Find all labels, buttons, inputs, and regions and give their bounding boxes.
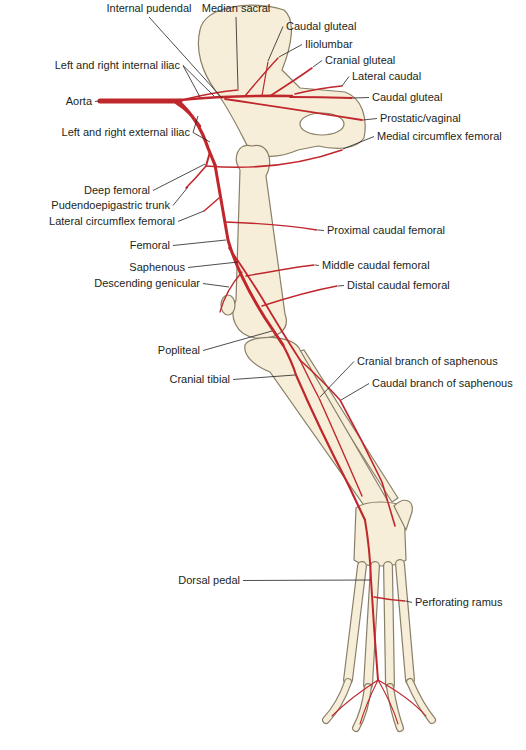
artery-label: Descending genicular	[94, 277, 200, 290]
leader-line	[173, 187, 188, 206]
proximal-caudal-femoral	[226, 222, 317, 230]
metatarsals	[326, 564, 432, 728]
leader-line	[320, 362, 354, 398]
caudal-gluteal-branch	[262, 62, 268, 96]
leader-line	[193, 116, 198, 133]
metatarsal	[348, 564, 410, 685]
leader-line	[233, 375, 295, 380]
artery-label: Perforating ramus	[415, 596, 502, 609]
leader-line	[318, 230, 324, 232]
arteries	[100, 58, 426, 724]
leader-line	[149, 17, 222, 98]
leader-line	[188, 262, 238, 268]
calcaneus	[394, 500, 412, 530]
leader-line	[353, 97, 369, 99]
artery-label: Caudal gluteal	[372, 91, 442, 104]
cranial-tibial	[283, 345, 365, 520]
artery-label: Lateral circumflex femoral	[49, 215, 175, 228]
digital-arteries	[332, 680, 426, 724]
artery-label: Medial circumflex femoral	[377, 130, 502, 143]
artery-label: Middle caudal femoral	[322, 259, 430, 272]
cranial-gluteal	[270, 68, 312, 96]
deep-femoral	[206, 152, 210, 166]
lateral-circumflex-femoral	[204, 198, 219, 211]
caudal-gluteal	[290, 97, 352, 98]
artery-label: Prostatic/vaginal	[380, 112, 461, 125]
perforating-ramus	[374, 597, 405, 601]
leader-line	[315, 265, 319, 267]
artery-label: Pudendoepigastric trunk	[51, 199, 170, 212]
artery-label: Deep femoral	[84, 184, 150, 197]
artery-label: Distal caudal femoral	[347, 279, 450, 292]
artery-label: Dorsal pedal	[178, 574, 240, 587]
artery-label: Cranial gluteal	[325, 54, 395, 67]
descending-genicular	[220, 272, 242, 312]
artery-label: Caudal branch of saphenous	[372, 377, 513, 390]
leader-line	[153, 164, 205, 191]
femoral	[215, 165, 283, 345]
middle-caudal-femoral	[246, 265, 314, 276]
leader-line	[243, 580, 370, 582]
leader-line	[363, 119, 377, 121]
pelvis	[198, 5, 365, 156]
leader-line	[279, 45, 302, 58]
leader-line	[203, 284, 229, 288]
medial-circumflex-femoral	[206, 150, 342, 167]
leader-line	[313, 61, 322, 68]
leader-line	[173, 240, 226, 246]
cranial-branch-of-saphenous	[300, 360, 362, 496]
leader-line	[236, 17, 238, 89]
artery-label: Femoral	[130, 239, 170, 252]
leader-line	[343, 137, 374, 150]
aorta	[100, 99, 180, 104]
patella	[221, 295, 235, 315]
artery-label: Left and right internal iliac	[55, 59, 180, 72]
leader-line	[338, 285, 344, 287]
artery-label: Lateral caudal	[352, 70, 421, 83]
pudendoepigastric-trunk	[186, 166, 206, 188]
artery-label: Aorta	[66, 95, 92, 108]
artery-label: Internal pudendal	[106, 2, 191, 15]
leader-line	[193, 133, 210, 143]
dorsal-pedal	[365, 520, 378, 680]
artery-label: Cranial tibial	[169, 373, 230, 386]
lateral-caudal	[295, 86, 342, 94]
artery-label: Cranial branch of saphenous	[357, 355, 498, 368]
distal-caudal-femoral	[262, 286, 337, 306]
leader-line	[341, 384, 369, 401]
artery-label: Median sacral	[202, 2, 270, 15]
metatarsal-outline	[348, 564, 410, 685]
artery-label: Left and right external iliac	[62, 126, 190, 139]
internal-pudendal	[225, 99, 362, 120]
artery-label: Iliolumbar	[305, 38, 353, 51]
leader-line	[183, 66, 214, 97]
leader-line	[342, 77, 349, 87]
leader-line	[183, 66, 200, 98]
digit-outline	[326, 682, 432, 728]
artery-label: Caudal gluteal	[286, 20, 356, 33]
artery-label: Saphenous	[129, 261, 185, 274]
leader-line	[178, 211, 204, 222]
digit	[326, 682, 432, 728]
leader-line	[95, 101, 99, 103]
artery-label: Proximal caudal femoral	[327, 224, 445, 237]
saphenous	[229, 248, 300, 360]
leader-line	[406, 601, 412, 603]
artery-label: Popliteal	[158, 344, 200, 357]
leader-line	[203, 331, 272, 351]
iliolumbar	[245, 58, 278, 96]
